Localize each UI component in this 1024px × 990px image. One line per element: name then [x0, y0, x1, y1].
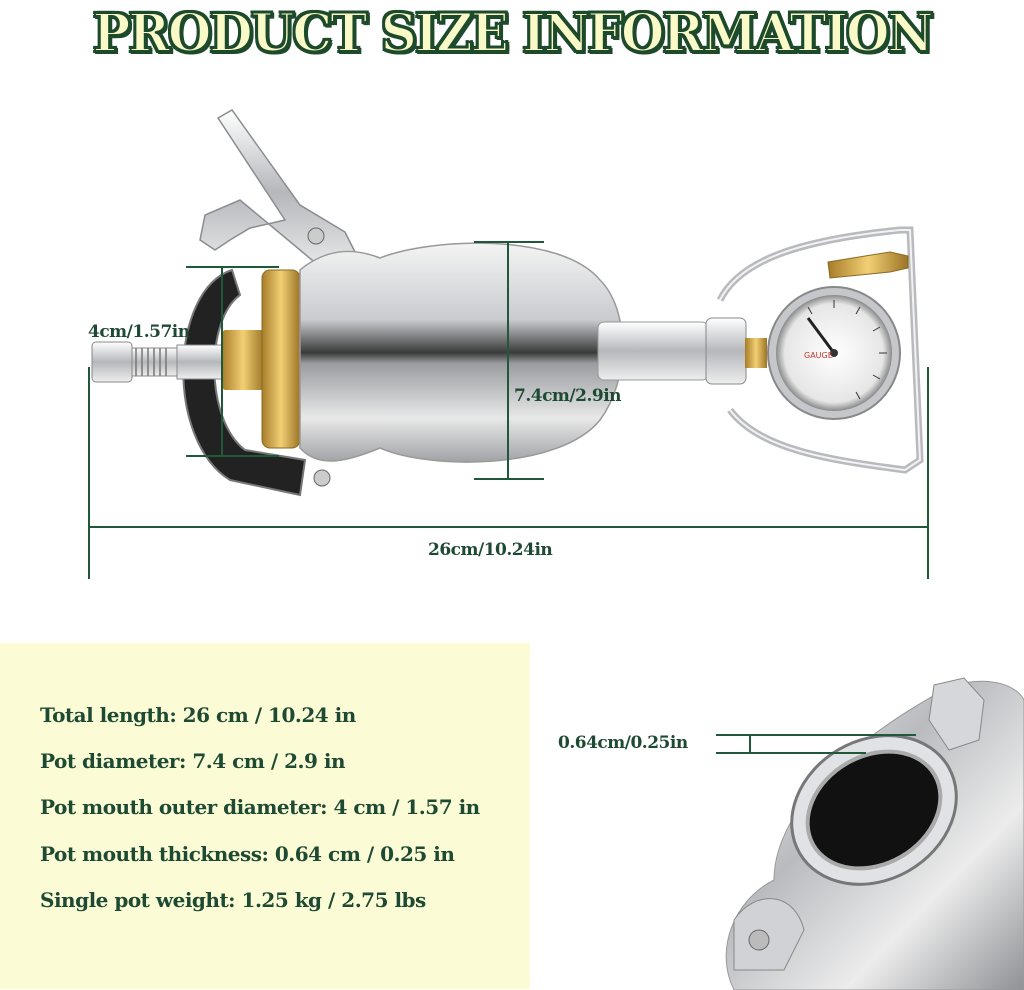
mouth-diameter-label: 4cm/1.57in: [88, 322, 190, 342]
thickness-tick-top: [716, 734, 916, 736]
mouth-diameter-tick-top: [186, 266, 279, 268]
page-title: PRODUCT SIZE INFORMATION: [0, 0, 1024, 64]
pot-diameter-label: 7.4cm/2.9in: [514, 386, 622, 406]
spec-mouth-thickness: Pot mouth thickness: 0.64 cm / 0.25 in: [40, 842, 455, 866]
pot-diameter-tick-bottom: [474, 478, 544, 480]
mouth-diameter-tick-bottom: [186, 455, 279, 457]
thickness-tick-bottom: [716, 752, 866, 754]
spec-total-length: Total length: 26 cm / 10.24 in: [40, 703, 356, 727]
detail-product-image: [725, 677, 1024, 990]
svg-text:GAUGE: GAUGE: [804, 351, 833, 360]
spec-mouth-outer-diameter: Pot mouth outer diameter: 4 cm / 1.57 in: [40, 795, 480, 819]
spec-weight: Single pot weight: 1.25 kg / 2.75 lbs: [40, 888, 426, 912]
title-text: PRODUCT SIZE INFORMATION: [92, 0, 935, 64]
pot-diameter-tick-top: [474, 241, 544, 243]
total-length-line: [90, 526, 927, 528]
total-length-tick-left: [88, 367, 90, 579]
mouth-diameter-line: [221, 268, 223, 455]
main-product-image: GAUGE: [91, 109, 924, 497]
thickness-line: [749, 736, 751, 752]
specs-panel: Total length: 26 cm / 10.24 in Pot diame…: [0, 643, 530, 989]
total-length-label: 26cm/10.24in: [428, 540, 553, 560]
total-length-tick-right: [927, 367, 929, 579]
spec-pot-diameter: Pot diameter: 7.4 cm / 2.9 in: [40, 749, 346, 773]
pot-diameter-line: [507, 243, 509, 478]
thickness-label: 0.64cm/0.25in: [558, 733, 688, 753]
